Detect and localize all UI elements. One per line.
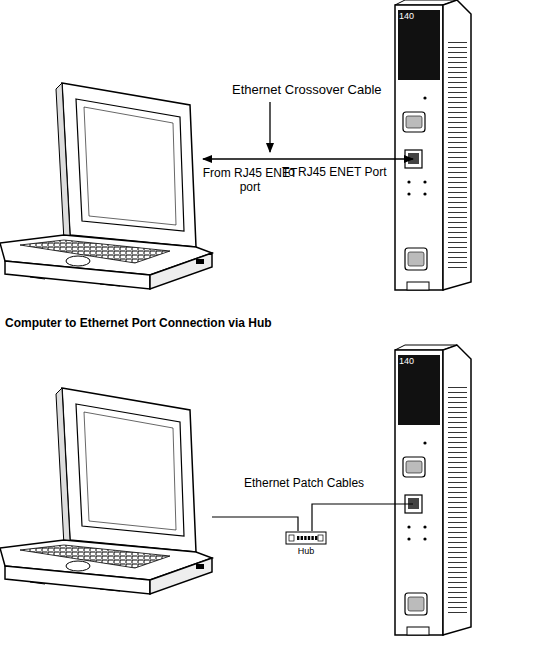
port-label: To RJ45 ENET Port	[282, 165, 407, 179]
plc-module	[395, 0, 471, 290]
laptop-drawing	[0, 388, 212, 594]
model-number: 140	[399, 11, 429, 22]
hub-box: Hub	[285, 531, 327, 556]
plc-module	[395, 345, 471, 635]
hub-label: Hub	[285, 546, 327, 556]
cable-label: Ethernet Patch Cables	[244, 476, 394, 490]
model-number: 140	[399, 356, 429, 367]
laptop-drawing	[0, 83, 212, 289]
crossover-cable	[203, 158, 413, 159]
hub-outline	[285, 531, 327, 546]
section-heading: Computer to Ethernet Port Connection via…	[5, 316, 385, 330]
pointer-arrow	[269, 102, 270, 152]
patch-cable	[312, 504, 413, 531]
patch-cable	[212, 517, 298, 531]
cable-label: Ethernet Crossover Cable	[232, 82, 402, 98]
